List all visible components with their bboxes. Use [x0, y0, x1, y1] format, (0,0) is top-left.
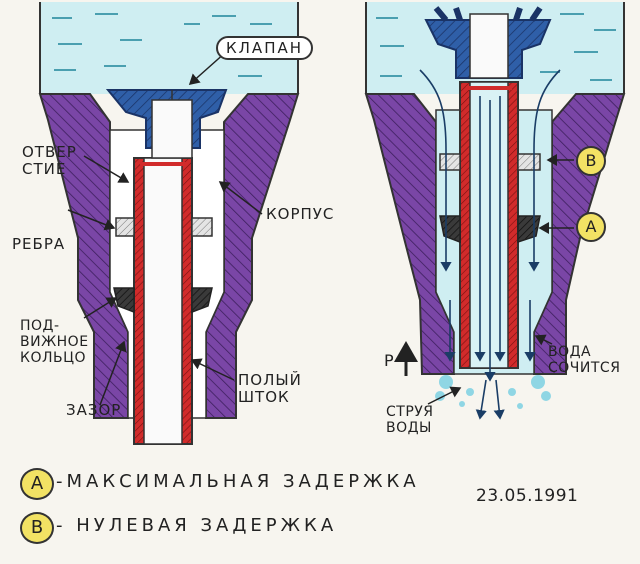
housing-left — [38, 93, 300, 419]
label-hollow-rod: ПОЛЫЙ ШТОК — [238, 372, 302, 406]
marker-b-badge: B — [576, 146, 606, 176]
marker-a-badge: A — [576, 212, 606, 242]
legend-b-text: - НУЛЕВАЯ ЗАДЕРЖКА — [56, 515, 338, 536]
label-hollow-rod-line1: ПОЛЫЙ — [238, 371, 302, 389]
label-pressure: P — [384, 351, 395, 370]
label-body: КОРПУС — [266, 205, 335, 223]
rib-left — [115, 217, 135, 237]
label-gap: ЗАЗОР — [66, 401, 122, 419]
rib-right — [191, 217, 213, 237]
legend-b-badge: B — [20, 512, 54, 544]
legend-a-badge: A — [20, 468, 54, 500]
legend-a-text: -МАКСИМАЛЬНАЯ ЗАДЕРЖКА — [56, 471, 420, 492]
flow-lines — [419, 69, 561, 420]
label-water-seeps-line2: СОЧИТСЯ — [548, 360, 621, 376]
label-moving-ring-line1: ПОД- — [20, 318, 60, 334]
label-hollow-rod-line2: ШТОК — [238, 388, 290, 406]
label-valve: КЛАПАН — [216, 36, 314, 60]
label-moving-ring-line2: ВИЖНОЕ — [20, 334, 89, 350]
label-water-jet: СТРУЯ ВОДЫ — [386, 404, 434, 436]
right-figure — [364, 2, 626, 420]
moving-ring-right — [439, 215, 461, 244]
water-spray — [435, 375, 551, 409]
label-ribs: РЕБРА — [12, 235, 66, 253]
date-stamp: 23.05.1991 — [476, 486, 579, 506]
label-moving-ring-line3: КОЛЬЦО — [20, 350, 86, 366]
label-hole-line1: ОТВЕР — [22, 143, 77, 161]
label-water-jet-line2: ВОДЫ — [386, 420, 432, 436]
label-water-seeps: ВОДА СОЧИТСЯ — [548, 344, 620, 376]
label-hole: ОТВЕР СТИЕ — [22, 144, 77, 178]
label-moving-ring: ПОД- ВИЖНОЕ КОЛЬЦО — [20, 318, 89, 366]
label-water-seeps-line1: ВОДА — [548, 344, 592, 360]
water-dashes-right — [376, 13, 616, 81]
left-figure — [38, 2, 300, 445]
label-hole-line2: СТИЕ — [22, 160, 67, 178]
label-water-jet-line1: СТРУЯ — [386, 404, 434, 420]
